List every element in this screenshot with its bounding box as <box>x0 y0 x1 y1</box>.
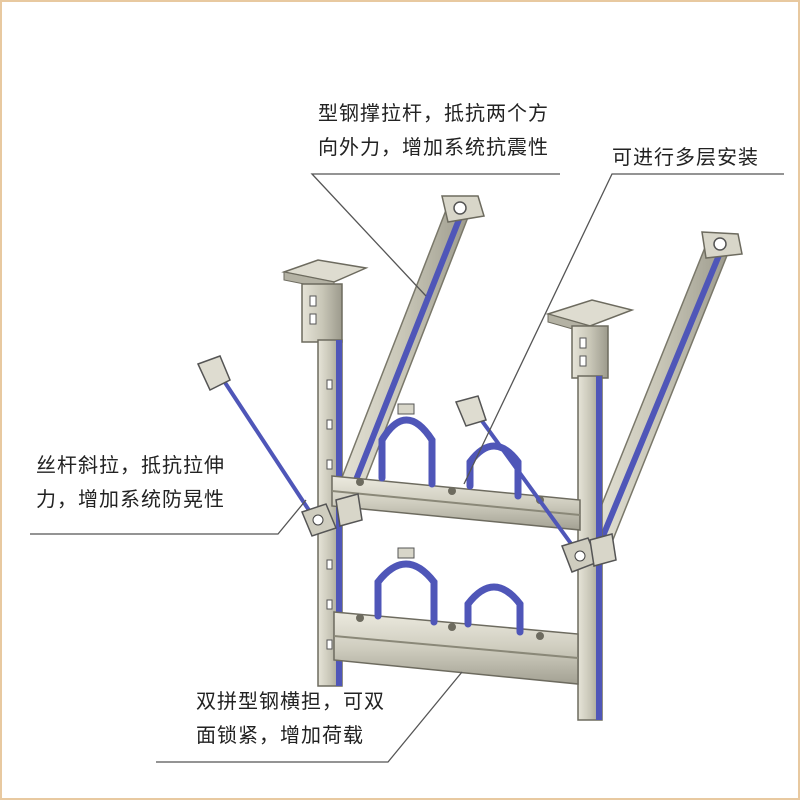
clamp-nuts <box>397 403 415 559</box>
annotation-double-beam-line1: 双拼型钢横担，可双 <box>196 689 385 713</box>
annotation-multi-layer-line1: 可进行多层安装 <box>612 145 759 169</box>
leader-steel-brace <box>310 173 560 297</box>
right-threaded-rod-brace <box>454 395 599 573</box>
annotation-double-beam: 双拼型钢横担，可双 面锁紧，增加荷载 <box>196 684 385 752</box>
annotation-rod-brace-line2: 力，增加系统防晃性 <box>36 487 225 511</box>
leader-double-beam <box>156 671 463 763</box>
pipe-clamps <box>374 416 524 636</box>
annotation-steel-brace-line1: 型钢撑拉杆，抵抗两个方 <box>318 101 549 125</box>
brace-joint-fittings <box>335 493 617 567</box>
lower-cross-beam <box>333 611 579 685</box>
annotation-steel-brace: 型钢撑拉杆，抵抗两个方 向外力，增加系统抗震性 <box>318 96 549 164</box>
annotation-multi-layer: 可进行多层安装 <box>612 140 759 174</box>
leader-multi-layer <box>463 173 784 485</box>
annotation-steel-brace-line2: 向外力，增加系统抗震性 <box>318 135 549 159</box>
annotation-double-beam-line2: 面锁紧，增加荷载 <box>196 723 364 747</box>
left-threaded-rod-brace <box>196 355 338 537</box>
right-steel-brace <box>585 231 743 553</box>
left-steel-brace <box>333 195 485 506</box>
annotation-rod-brace-line1: 丝杆斜拉，抵抗拉伸 <box>36 453 225 477</box>
annotation-rod-brace: 丝杆斜拉，抵抗拉伸 力，增加系统防晃性 <box>36 448 225 516</box>
leader-lines <box>30 173 784 763</box>
leader-rod-brace <box>30 499 307 535</box>
